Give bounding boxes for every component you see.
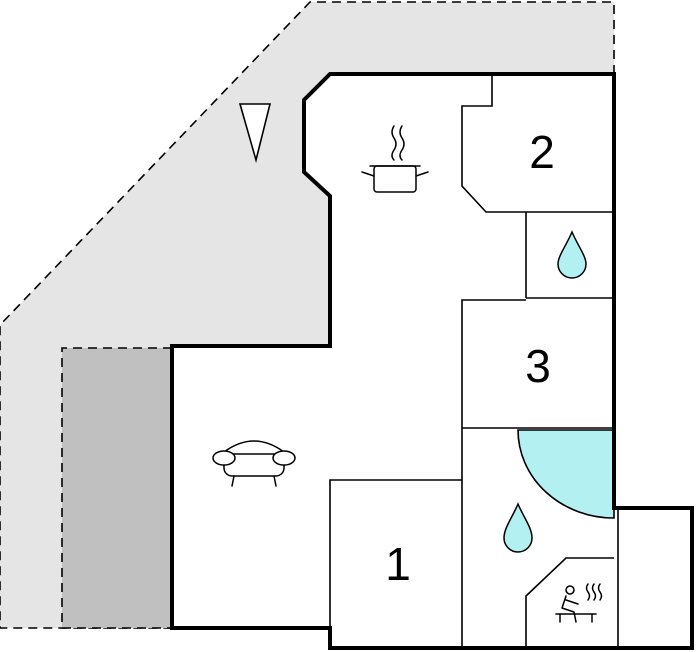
exterior-walls — [170, 72, 694, 650]
carport-fill — [62, 348, 172, 628]
north-arrow-icon — [238, 103, 272, 164]
room-label-2: 2 — [529, 126, 555, 178]
room-label-1: 1 — [385, 538, 411, 590]
terrace-dashed-border — [0, 1, 615, 629]
sauna-walls — [525, 557, 614, 648]
water-drop-icon — [503, 502, 533, 553]
carport-area — [61, 347, 172, 629]
cooking-pot-icon — [361, 125, 429, 193]
room-label-3: 3 — [525, 340, 551, 392]
sofa-icon — [212, 440, 296, 487]
bedroom-2-walls — [461, 74, 614, 213]
sauna-icon — [555, 583, 603, 623]
interior-walls — [329, 74, 619, 648]
bedroom-1-walls — [329, 479, 462, 648]
shower-area — [517, 429, 615, 519]
bedroom-3-walls — [461, 299, 526, 648]
water-drop-icon — [557, 230, 587, 279]
